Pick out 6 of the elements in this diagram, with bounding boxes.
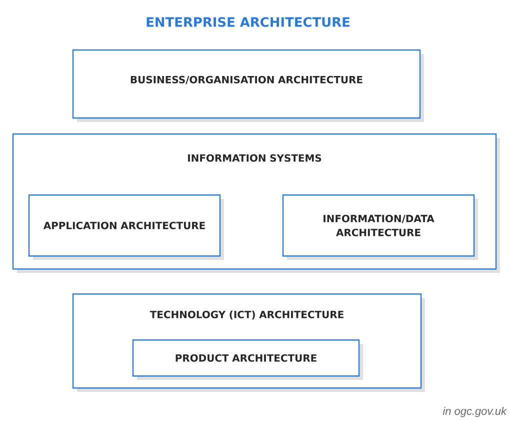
nested-box: PRODUCT ARCHITECTURE [132,339,363,380]
diagram-title: ENTERPRISE ARCHITECTURE [146,17,350,27]
nested-box: APPLICATION ARCHITECTURE [28,194,224,260]
layer-box: BUSINESS/ORGANISATION ARCHITECTURE [72,49,424,122]
source-note: in ogc.gov.uk [442,406,507,418]
nested-box: INFORMATION/DATA ARCHITECTURE [282,194,478,260]
